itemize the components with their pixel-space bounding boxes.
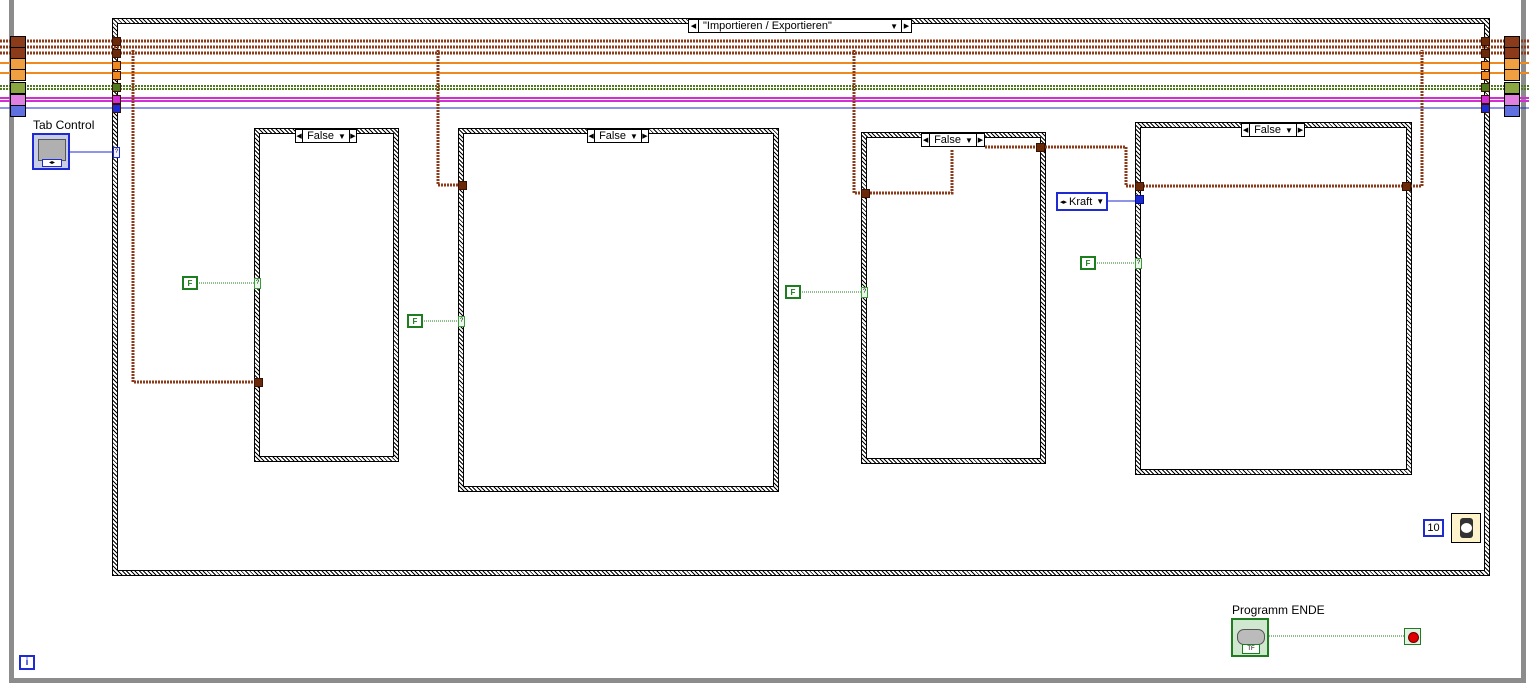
iteration-terminal: i [19,655,35,670]
case-structure-4 [1135,122,1412,475]
case-selector-4[interactable]: ◀ False ▼ ▶ [1241,123,1305,137]
prev-case-icon[interactable]: ◀ [922,134,931,146]
tunnel [861,189,870,198]
case-selector-label: False [934,134,961,146]
prev-case-icon[interactable]: ◀ [296,130,304,142]
case-selector-terminal: ? [861,287,868,298]
kraft-enum-value: Kraft [1069,195,1093,208]
next-case-icon[interactable]: ▶ [348,130,356,142]
next-case-icon[interactable]: ▶ [901,20,911,32]
tab-control-terminal[interactable]: ◂▸ [32,133,70,170]
prev-case-icon[interactable]: ◀ [588,130,596,142]
stop-button-label: Programm ENDE [1232,603,1325,617]
case-selector-3[interactable]: ◀ False ▼ ▶ [921,133,985,147]
while-loop [9,0,1526,683]
next-case-icon[interactable]: ▶ [640,130,648,142]
main-case-selector-label: "Importieren / Exportieren" [703,20,832,32]
chevron-down-icon[interactable]: ▼ [890,21,898,31]
tunnel [1135,182,1144,191]
enum-arrows-icon: ◂▸ [1060,198,1068,206]
tab-control-label: Tab Control [33,118,95,132]
tunnel [1036,143,1045,152]
false-constant[interactable]: F [1080,256,1096,270]
main-case-right-tunnels [1481,37,1490,115]
stop-icon [1408,632,1419,643]
chevron-down-icon: ▼ [1096,197,1105,206]
tunnel [1402,182,1411,191]
right-shift-registers [1504,36,1520,117]
chevron-down-icon[interactable]: ▼ [337,131,346,141]
case-selector-label: False [1254,124,1281,136]
button-icon [1237,629,1265,645]
case-selector-terminal: ? [113,147,120,158]
tunnel [254,378,263,387]
case-selector-label: False [599,130,626,142]
loop-condition-terminal[interactable] [1404,628,1421,645]
case-selector-1[interactable]: ◀ False ▼ ▶ [295,129,357,143]
main-case-left-tunnels [112,37,121,115]
case-structure-2 [458,128,779,492]
case-selector-terminal: ? [1135,258,1142,269]
arrows-icon: ◂▸ [42,159,62,167]
false-constant[interactable]: F [182,276,198,290]
main-case-structure [112,18,1490,576]
false-constant[interactable]: F [785,285,801,299]
wait-ms-function[interactable] [1451,513,1481,543]
case-selector-2[interactable]: ◀ False ▼ ▶ [587,129,649,143]
stop-button-terminal[interactable]: TF [1231,618,1269,657]
false-constant[interactable]: F [407,314,423,328]
case-selector-label: False [307,130,334,142]
prev-case-icon[interactable]: ◀ [689,20,699,32]
chevron-down-icon[interactable]: ▼ [629,131,638,141]
next-case-icon[interactable]: ▶ [975,134,984,146]
chevron-down-icon[interactable]: ▼ [1284,125,1293,135]
tab-control-icon [38,139,66,161]
tf-text: TF [1242,644,1260,654]
main-case-selector[interactable]: ◀ "Importieren / Exportieren" ▼ ▶ [688,19,912,33]
tunnel [1135,195,1144,204]
chevron-down-icon[interactable]: ▼ [964,135,973,145]
wait-ms-constant[interactable]: 10 [1423,519,1444,537]
case-selector-terminal: ? [254,278,261,289]
next-case-icon[interactable]: ▶ [1295,124,1304,136]
kraft-enum-constant[interactable]: ◂▸ Kraft ▼ [1056,192,1108,211]
left-shift-registers [10,36,26,117]
case-selector-terminal: ? [458,316,465,327]
case-structure-1 [254,128,399,462]
prev-case-icon[interactable]: ◀ [1242,124,1251,136]
tunnel [458,181,467,190]
